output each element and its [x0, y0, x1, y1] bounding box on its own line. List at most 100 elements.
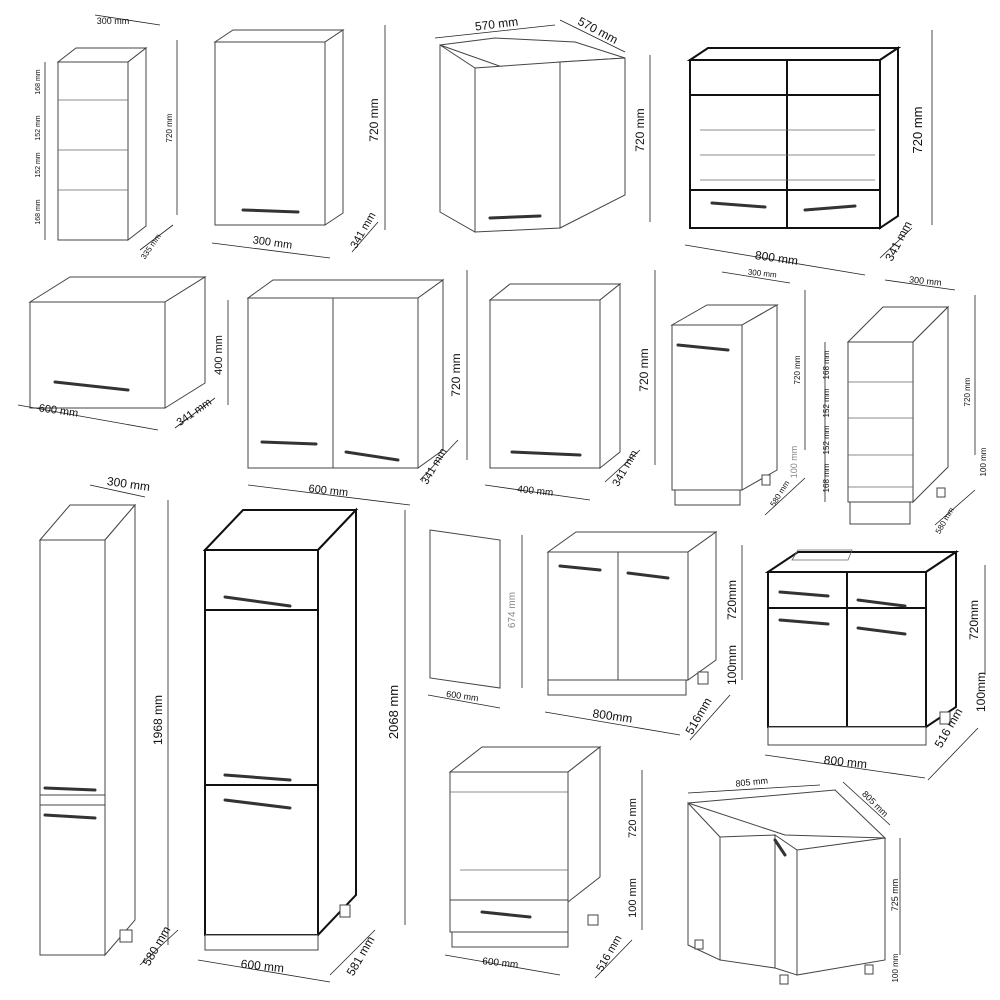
dimension-label: 300 mm: [252, 234, 293, 251]
cabinet-side: [127, 46, 147, 242]
cabinet-side: [417, 279, 444, 469]
cabinet-side: [687, 531, 717, 681]
cabinet-front: [847, 341, 914, 503]
cabinet-front: [489, 299, 601, 469]
dimension-line: [444, 954, 561, 976]
plinth: [451, 931, 569, 948]
dimension-label: 720 mm: [963, 377, 972, 406]
cabinet-top: [488, 283, 622, 301]
cabinet-front: [449, 771, 569, 903]
dimension-line: [687, 784, 821, 794]
cabinet-top: [246, 279, 445, 299]
cabinet-top: [687, 789, 887, 839]
dimension-label: 400 mm: [213, 335, 225, 375]
dimension-label: 1968 mm: [151, 695, 165, 745]
dimension-line: [879, 227, 913, 259]
dimension-label: 300 mm: [747, 268, 777, 280]
leg: [864, 964, 874, 975]
dimension-label: 100 mm: [979, 447, 988, 476]
dimension-line: [544, 711, 681, 736]
cabinet-side: [687, 801, 721, 961]
dimension-line: [604, 449, 641, 483]
dimension-line: [351, 221, 379, 253]
cabinet-door: [796, 837, 886, 976]
dimension-label: 600 mm: [240, 957, 285, 975]
door-handle: [856, 598, 907, 608]
leg: [694, 939, 704, 950]
dimension-line: [934, 489, 976, 526]
dimension-line: [842, 781, 891, 826]
door-handle: [223, 595, 292, 608]
dimension-label: 725 mm: [890, 879, 900, 912]
dimension-label: 300 mm: [909, 274, 942, 287]
dimension-label: 600 mm: [482, 956, 519, 971]
leg: [119, 929, 133, 943]
plinth: [547, 679, 687, 696]
dimension-label: 341 mm: [882, 219, 915, 264]
dimension-line: [89, 484, 146, 498]
dimension-label: 516 mm: [594, 933, 624, 973]
door-handle: [803, 204, 857, 212]
dimension-label: 168 mm: [35, 69, 42, 94]
dimension-label: 2068 mm: [386, 685, 401, 739]
dimension-label: 600 mm: [308, 483, 349, 499]
cabinet-top: [213, 29, 345, 43]
dimension-line: [684, 244, 866, 276]
door-handle: [223, 798, 292, 810]
door-handle: [480, 910, 532, 919]
dimension-label: 720 mm: [449, 353, 463, 396]
dimension-label: 168 mm: [822, 463, 831, 492]
cabinet-front: [689, 59, 881, 229]
dimension-label: 341 mm: [175, 396, 214, 429]
cabinet-front-left: [439, 44, 476, 233]
dimension-line: [594, 939, 633, 979]
door-handle: [488, 214, 542, 220]
side-panel: [429, 529, 501, 689]
door-handle: [856, 626, 907, 636]
cabinet-front: [57, 61, 129, 241]
dimension-line: [434, 24, 556, 39]
dimension-label: 800 mm: [754, 248, 799, 268]
dimension-line: [329, 929, 376, 976]
cabinet-front: [204, 549, 319, 936]
door-handle: [241, 208, 300, 214]
dimension-line: [94, 14, 161, 26]
cabinet-front: [214, 41, 326, 226]
dimension-label: 720 mm: [367, 98, 381, 141]
dimension-line: [927, 727, 979, 781]
dimension-label: 100mm: [974, 672, 988, 712]
dimension-label: 400 mm: [517, 484, 554, 499]
cabinet-side: [324, 29, 344, 226]
dimension-line: [211, 242, 331, 259]
dimension-label: 152 mm: [822, 388, 831, 417]
cabinet-side: [104, 503, 136, 957]
sink-opening: [791, 549, 853, 561]
dimension-line: [197, 959, 331, 983]
dimension-line: [764, 754, 926, 779]
dimension-line: [559, 19, 626, 53]
dimension-label: 168 mm: [822, 350, 831, 379]
dimension-line: [721, 271, 791, 284]
cabinet-side: [317, 507, 357, 938]
cabinet-door: [719, 834, 776, 969]
door-handle: [344, 450, 400, 462]
plinth: [674, 489, 741, 506]
dimension-label: 168 mm: [35, 199, 42, 224]
dimension-label: 341 mm: [348, 210, 378, 250]
dimension-label: 580 mm: [140, 924, 174, 969]
door-handle: [43, 786, 97, 792]
door-handle: [558, 564, 602, 572]
dimension-label: 100 mm: [627, 878, 639, 918]
door-handle: [260, 440, 318, 446]
wall-cabinet-300: 720 mm 300 mm 341 mm: [211, 25, 386, 259]
dimension-label: 720 mm: [637, 348, 651, 391]
dimension-line: [174, 397, 216, 429]
